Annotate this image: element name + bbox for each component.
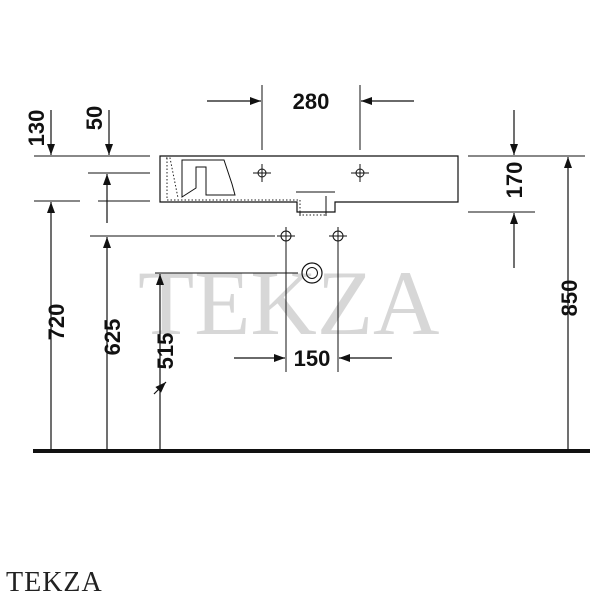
dimension-280: 280 [207,89,414,114]
dimension-170: 170 [502,110,527,268]
svg-text:720: 720 [44,304,69,341]
dimension-50: 50 [82,106,113,223]
brand-label: TEKZA [6,567,103,598]
dimension-850: 850 [557,157,582,450]
svg-text:625: 625 [100,319,125,356]
dimension-515: 515 [153,274,178,450]
svg-text:50: 50 [82,106,107,130]
extension-lines [34,85,585,372]
basin-body [159,155,459,213]
basin-cutout [181,159,236,198]
basin-outline [159,155,459,216]
drain-outlet [301,262,323,284]
svg-text:280: 280 [293,89,330,114]
svg-text:170: 170 [502,162,527,199]
dimension-720: 720 [44,202,69,450]
svg-text:150: 150 [294,346,331,371]
dimension-130: 130 [24,110,55,155]
dimension-150: 150 [234,346,392,371]
svg-text:850: 850 [557,280,582,317]
svg-text:515: 515 [153,333,178,370]
watermark-text: TEKZA [138,252,439,354]
svg-text:130: 130 [24,110,49,147]
tap-hole-left [253,164,271,182]
supply-point-right [329,227,347,245]
pointer-arrow [153,381,167,395]
dimension-625: 625 [100,237,125,450]
tap-hole-right [351,164,369,182]
supply-point-left [277,227,295,245]
